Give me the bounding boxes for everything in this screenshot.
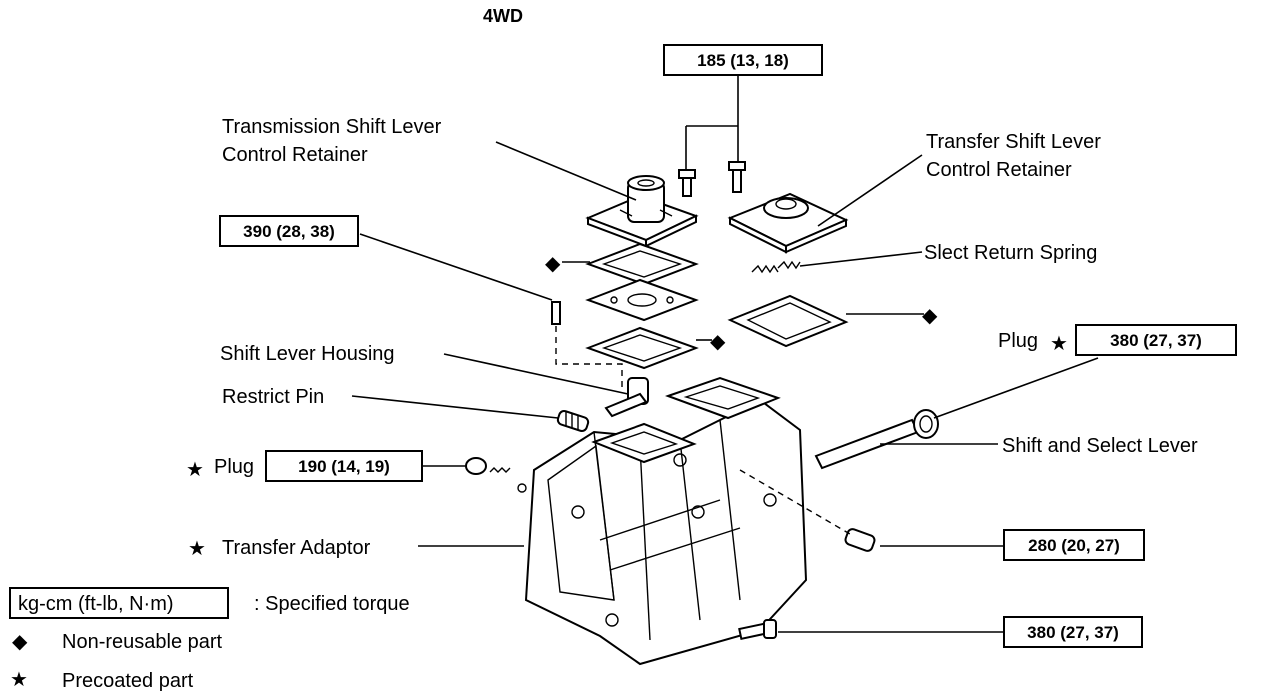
housing-bolt-part (551, 301, 561, 325)
label-spring: Slect Return Spring (924, 242, 1097, 264)
star-plug-right: ★ (1050, 333, 1068, 355)
label-restrict-pin: Restrict Pin (222, 386, 324, 408)
transfer-retainer-part (727, 192, 849, 254)
right-mid-plug-part (844, 528, 876, 552)
label-plug-left: Plug (214, 456, 254, 478)
legend-star-symbol: ★ (10, 669, 28, 691)
torque-box-right-plug: 380 (27, 37) (1075, 324, 1237, 356)
label-trans-retainer-2: Control Retainer (222, 144, 368, 166)
label-transfer-retainer-1: Transfer Shift Lever (926, 131, 1101, 153)
legend-torque-desc: : Specified torque (254, 593, 410, 615)
diamond-transfer-gasket: ◆ (922, 305, 938, 327)
label-trans-retainer-1: Transmission Shift Lever (222, 116, 442, 138)
leader-lines (351, 76, 1099, 633)
label-adaptor: Transfer Adaptor (222, 537, 371, 559)
legend-precoated: Precoated part (62, 670, 194, 692)
diamond-gasket-lower: ◆ (710, 331, 726, 353)
restrict-pin-part (556, 410, 590, 432)
torque-left-plug-value: 190 (14, 19) (298, 457, 390, 476)
torque-housing-bolt-value: 390 (28, 38) (243, 222, 335, 241)
parts-drawing (465, 161, 939, 666)
transfer-gasket-part (727, 294, 849, 348)
label-housing: Shift Lever Housing (220, 343, 395, 365)
gasket-stack-part (585, 242, 699, 370)
torque-bottom-bolt-value: 380 (27, 37) (1027, 623, 1119, 642)
return-spring-part (751, 260, 801, 274)
torque-box-bottom-bolt: 380 (27, 37) (1003, 616, 1143, 648)
diagram-title: 4WD (483, 6, 523, 26)
shift-select-lever-part (814, 409, 939, 470)
torque-top-bolts-value: 185 (13, 18) (697, 51, 789, 70)
star-plug-left: ★ (186, 459, 204, 481)
transmission-retainer-part (585, 175, 699, 248)
label-plug-right: Plug (998, 330, 1038, 352)
legend-unit-box (9, 587, 229, 619)
label-transfer-retainer-2: Control Retainer (926, 159, 1072, 181)
torque-right-plug-value: 380 (27, 37) (1110, 331, 1202, 350)
torque-box-housing-bolt: 390 (28, 38) (219, 215, 359, 247)
star-adaptor: ★ (188, 538, 206, 560)
label-shift-select: Shift and Select Lever (1002, 435, 1198, 457)
legend: kg-cm (ft-lb, N·m) : Specified torque ◆ … (9, 587, 410, 692)
left-plug-part (465, 457, 527, 493)
diamond-gasket-upper: ◆ (545, 253, 561, 275)
torque-box-left-plug: 190 (14, 19) (265, 450, 423, 482)
top-bolts-part (678, 161, 746, 197)
legend-unit-text: kg-cm (ft-lb, N·m) (18, 593, 174, 615)
bottom-bolt-part (738, 619, 777, 640)
torque-box-top-bolts: 185 (13, 18) (663, 44, 823, 76)
legend-nonreusable: Non-reusable part (62, 631, 223, 653)
legend-diamond-symbol: ◆ (12, 631, 28, 653)
transfer-adaptor-case (524, 376, 808, 666)
torque-right-mid-value: 280 (20, 27) (1028, 536, 1120, 555)
shift-lever-housing-part (604, 377, 649, 418)
torque-box-right-mid: 280 (20, 27) (1003, 529, 1145, 561)
